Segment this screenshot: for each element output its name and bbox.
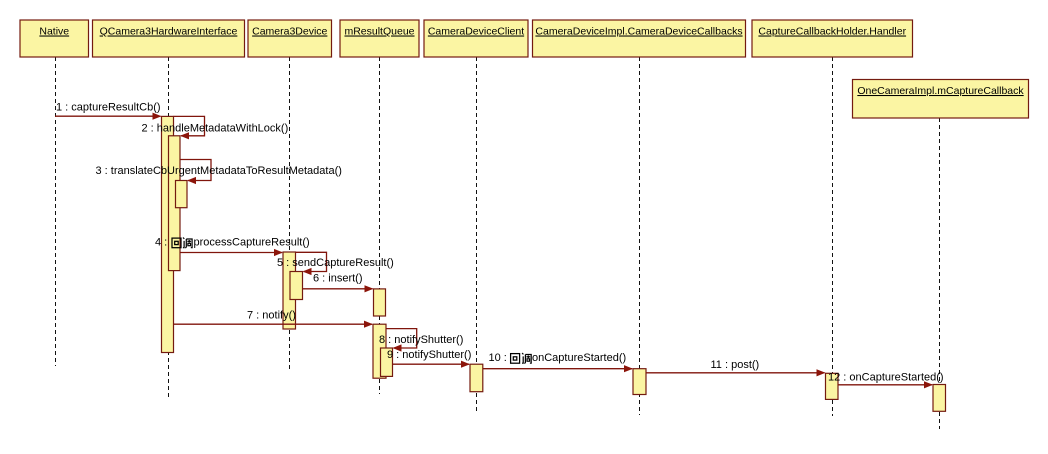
svg-text:2 : handleMetadataWithLock(): 2 : handleMetadataWithLock() bbox=[142, 123, 289, 135]
svg-text:7 : notify(): 7 : notify() bbox=[247, 310, 296, 322]
svg-text:10 :: 10 : bbox=[489, 352, 507, 364]
svg-text:CameraDeviceClient: CameraDeviceClient bbox=[428, 26, 524, 38]
svg-text:QCamera3HardwareInterface: QCamera3HardwareInterface bbox=[100, 26, 238, 38]
svg-text:mResultQueue: mResultQueue bbox=[344, 26, 414, 38]
svg-text:1 : captureResultCb(): 1 : captureResultCb() bbox=[56, 102, 161, 114]
svg-text:CaptureCallbackHolder.Handler: CaptureCallbackHolder.Handler bbox=[758, 26, 906, 38]
svg-text:Camera3Device: Camera3Device bbox=[252, 26, 327, 38]
svg-text:Native: Native bbox=[39, 26, 69, 38]
svg-text:8 : notifyShutter(): 8 : notifyShutter() bbox=[379, 334, 463, 346]
svg-text:onCaptureStarted(): onCaptureStarted() bbox=[532, 352, 626, 364]
svg-text:6 : insert(): 6 : insert() bbox=[313, 273, 363, 285]
svg-text:11 : post(): 11 : post() bbox=[711, 359, 760, 371]
svg-text:12 : onCaptureStarted(): 12 : onCaptureStarted() bbox=[828, 372, 944, 384]
svg-text:9 : notifyShutter(): 9 : notifyShutter() bbox=[387, 349, 471, 361]
svg-text:OneCameraImpl.mCaptureCallback: OneCameraImpl.mCaptureCallback bbox=[857, 85, 1024, 97]
svg-text:4 :: 4 : bbox=[155, 237, 167, 249]
svg-text:CameraDeviceImpl.CameraDeviceC: CameraDeviceImpl.CameraDeviceCallbacks bbox=[535, 26, 742, 38]
svg-text:3 : translateCbUrgentMetadataT: 3 : translateCbUrgentMetadataToResultMet… bbox=[96, 165, 342, 177]
svg-text:processCaptureResult(): processCaptureResult() bbox=[194, 237, 310, 249]
svg-text:5 : sendCaptureResult(): 5 : sendCaptureResult() bbox=[277, 257, 394, 269]
